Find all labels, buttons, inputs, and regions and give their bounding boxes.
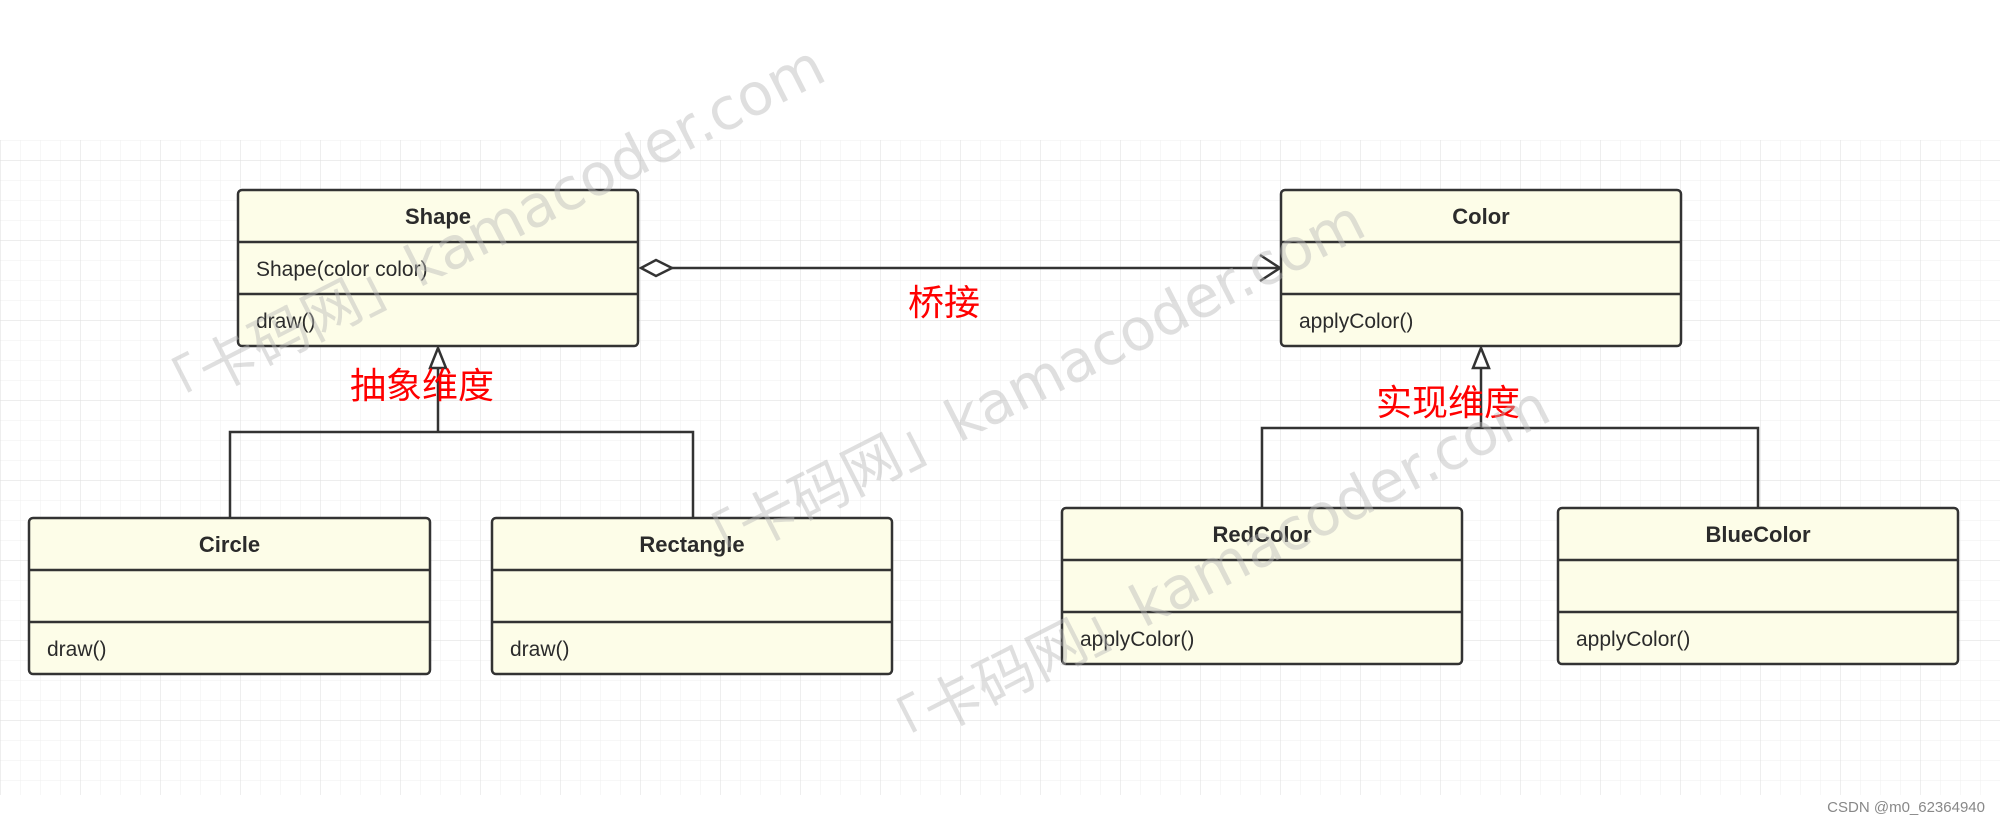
red-color-class[interactable]: RedColor applyColor() bbox=[1060, 506, 1464, 666]
rectangle-class-name: Rectangle bbox=[639, 532, 744, 557]
blue-color-class[interactable]: BlueColor applyColor() bbox=[1556, 506, 1960, 666]
color-inheritance-connector bbox=[1260, 368, 1760, 508]
circle-class-name: Circle bbox=[199, 532, 260, 557]
circle-class[interactable]: Circle draw() bbox=[27, 516, 432, 676]
shape-inheritance-connector bbox=[228, 368, 695, 518]
bridge-annotation: 桥接 bbox=[908, 283, 980, 324]
color-class-box bbox=[1279, 188, 1683, 348]
abstraction-dimension-annotation: 抽象维度 bbox=[350, 366, 494, 407]
blue-color-class-name: BlueColor bbox=[1705, 522, 1811, 547]
shape-class-name: Shape bbox=[405, 204, 471, 229]
blue-color-class-box bbox=[1556, 506, 1960, 666]
aggregation-diamond bbox=[638, 258, 675, 278]
circle-class-method: draw() bbox=[47, 638, 107, 661]
red-color-class-name: RedColor bbox=[1213, 522, 1312, 547]
shape-class-attribute: Shape(color color) bbox=[256, 258, 428, 281]
color-class[interactable]: Color applyColor() bbox=[1279, 188, 1683, 348]
implementation-dimension-annotation: 实现维度 bbox=[1376, 383, 1520, 424]
rectangle-class-box bbox=[490, 516, 894, 676]
rectangle-class[interactable]: Rectangle draw() bbox=[490, 516, 894, 676]
csdn-credit: CSDN @m0_62364940 bbox=[1827, 799, 1985, 816]
color-class-method: applyColor() bbox=[1299, 310, 1413, 333]
blue-color-class-method: applyColor() bbox=[1576, 628, 1690, 651]
shape-generalization-arrowhead bbox=[428, 344, 448, 370]
red-color-class-box bbox=[1060, 506, 1464, 666]
color-generalization-arrowhead bbox=[1471, 344, 1491, 370]
color-class-name: Color bbox=[1452, 204, 1510, 229]
shape-class-box bbox=[236, 188, 640, 348]
rectangle-class-method: draw() bbox=[510, 638, 570, 661]
red-color-class-method: applyColor() bbox=[1080, 628, 1194, 651]
shape-class-method: draw() bbox=[256, 310, 316, 333]
circle-class-box bbox=[27, 516, 432, 676]
